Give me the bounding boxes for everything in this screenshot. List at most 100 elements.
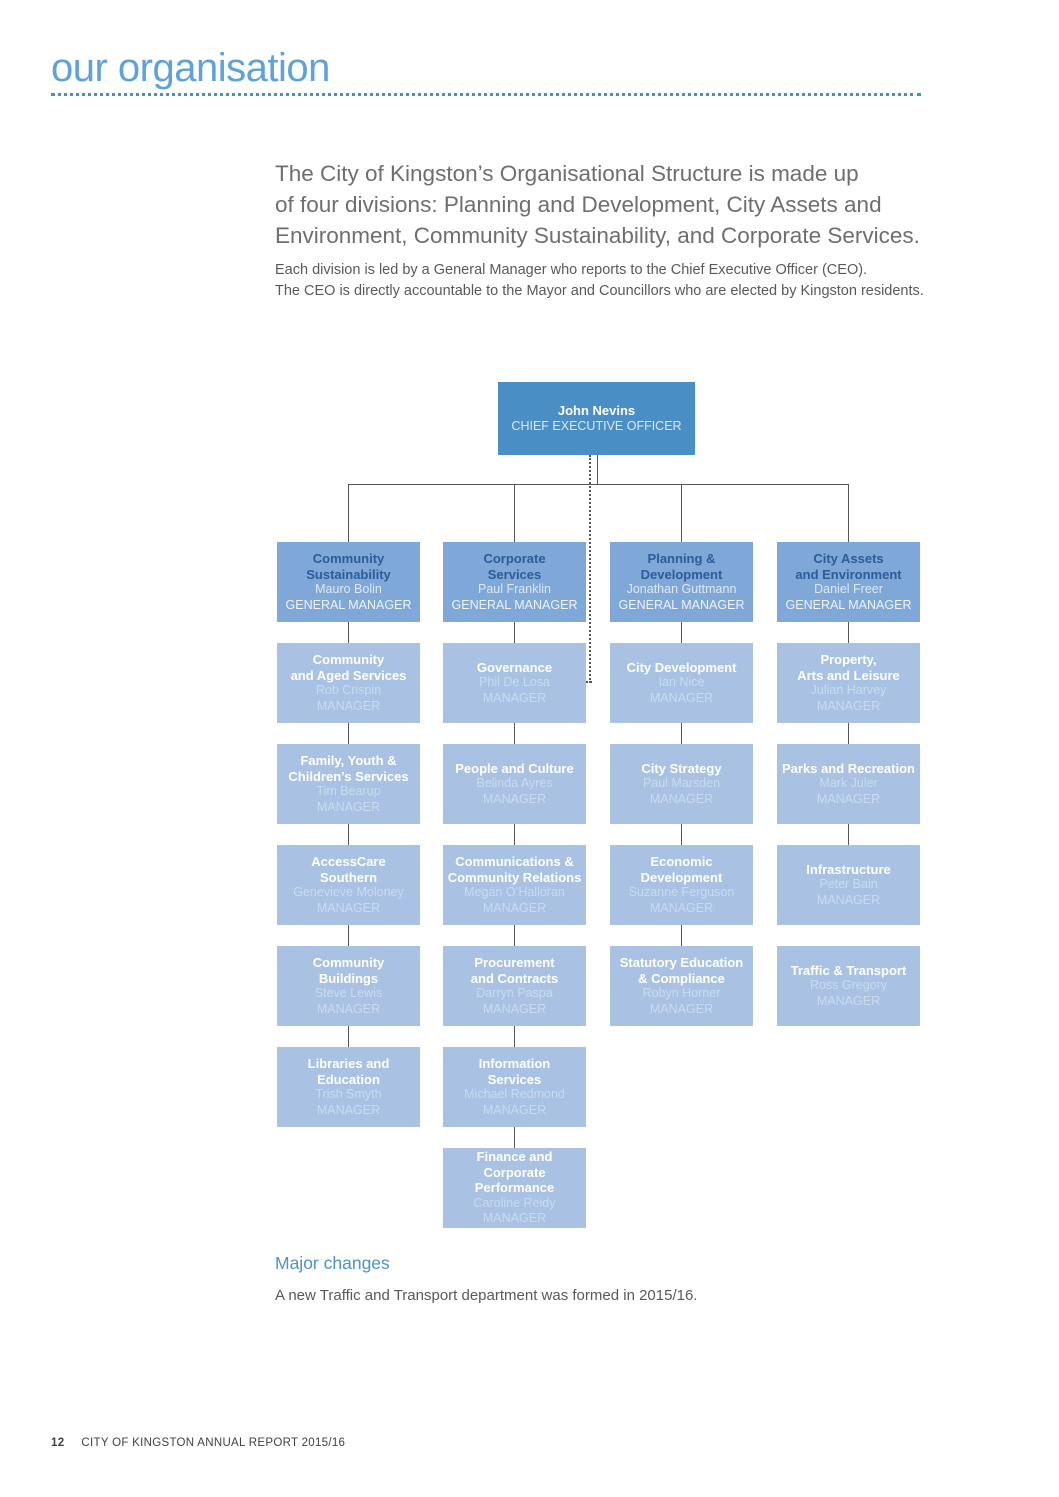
manager-box-community-buildings: Community Buildings Steve Lewis MANAGER bbox=[277, 946, 420, 1026]
connector-ceo-drop bbox=[597, 455, 598, 484]
department-manager-role: MANAGER bbox=[316, 1102, 381, 1117]
division-manager-name: Jonathan Guttmann bbox=[626, 582, 737, 596]
department-manager-name: Rob Crispin bbox=[315, 683, 382, 697]
department-manager-role: MANAGER bbox=[649, 791, 714, 806]
department-title: Traffic & Transport bbox=[790, 962, 907, 978]
manager-box-people-culture: People and Culture Belinda Ayres MANAGER bbox=[443, 744, 586, 824]
department-title: Information Services bbox=[478, 1056, 551, 1087]
department-manager-name: Julian Harvey bbox=[810, 683, 887, 697]
division-manager-role: GENERAL MANAGER bbox=[285, 597, 412, 612]
footer-text: CITY OF KINGSTON ANNUAL REPORT 2015/16 bbox=[81, 1437, 346, 1449]
manager-box-city-strategy: City Strategy Paul Marsden MANAGER bbox=[610, 744, 753, 824]
connector-line bbox=[348, 1026, 349, 1047]
department-manager-name: Genevieve Moloney bbox=[293, 885, 404, 899]
department-manager-role: MANAGER bbox=[649, 900, 714, 915]
gm-box-city-assets-environment: City Assets and Environment Daniel Freer… bbox=[777, 542, 920, 622]
department-manager-role: MANAGER bbox=[482, 1001, 547, 1016]
department-manager-name: Tim Bearup bbox=[316, 784, 381, 798]
department-manager-name: Steve Lewis bbox=[314, 986, 383, 1000]
division-manager-name: Mauro Bolin bbox=[315, 582, 382, 596]
department-title: Community Buildings bbox=[312, 955, 385, 986]
department-manager-name: Megan O’Halloran bbox=[464, 885, 565, 899]
intro-lead: The City of Kingston’s Organisational St… bbox=[275, 161, 920, 248]
manager-box-finance-corporate-performance: Finance and Corporate Performance Caroli… bbox=[443, 1148, 586, 1228]
division-manager-role: GENERAL MANAGER bbox=[451, 597, 578, 612]
department-title: City Strategy bbox=[641, 760, 722, 776]
connector-line bbox=[514, 824, 515, 845]
department-manager-role: MANAGER bbox=[649, 690, 714, 705]
department-manager-role: MANAGER bbox=[816, 791, 881, 806]
dotted-divider bbox=[51, 93, 921, 96]
department-title: Communications & Community Relations bbox=[447, 854, 582, 885]
connector-line bbox=[348, 824, 349, 845]
department-manager-role: MANAGER bbox=[316, 799, 381, 814]
manager-box-accesscare-southern: AccessCare Southern Genevieve Moloney MA… bbox=[277, 845, 420, 925]
manager-box-infrastructure: Infrastructure Peter Bain MANAGER bbox=[777, 845, 920, 925]
department-manager-role: MANAGER bbox=[482, 1102, 547, 1117]
ceo-role: CHIEF EXECUTIVE OFFICER bbox=[511, 418, 682, 433]
division-title: Planning & Development bbox=[640, 551, 723, 582]
department-manager-name: Peter Bain bbox=[819, 877, 878, 892]
department-manager-role: MANAGER bbox=[482, 900, 547, 915]
manager-box-community-aged-services: Community and Aged Services Rob Crispin … bbox=[277, 643, 420, 723]
connector-line bbox=[348, 622, 349, 643]
division-manager-name: Paul Franklin bbox=[478, 582, 551, 596]
connector-main-horizontal bbox=[348, 484, 849, 485]
department-title: Infrastructure bbox=[806, 861, 891, 877]
intro-body: Each division is led by a General Manage… bbox=[275, 262, 924, 299]
connector-line bbox=[848, 723, 849, 744]
department-manager-role: MANAGER bbox=[316, 900, 381, 915]
department-title: Parks and Recreation bbox=[782, 760, 915, 776]
department-title: City Development bbox=[626, 659, 737, 675]
department-title: Community and Aged Services bbox=[290, 652, 407, 683]
department-manager-name: Ross Gregory bbox=[809, 978, 888, 993]
gm-box-community-sustainability: Community Sustainability Mauro Bolin GEN… bbox=[277, 542, 420, 622]
department-manager-name: Caroline Reidy bbox=[473, 1195, 556, 1210]
department-manager-role: MANAGER bbox=[482, 791, 547, 806]
manager-box-economic-development: Economic Development Suzanne Ferguson MA… bbox=[610, 845, 753, 925]
department-manager-name: Paul Marsden bbox=[642, 776, 721, 791]
connector-line bbox=[514, 723, 515, 744]
department-manager-name: Robyn Horner bbox=[642, 986, 721, 1000]
connector-line bbox=[848, 622, 849, 643]
manager-box-family-youth-childrens: Family, Youth & Children’s Services Tim … bbox=[277, 744, 420, 824]
division-manager-role: GENERAL MANAGER bbox=[785, 597, 912, 612]
department-title: Family, Youth & Children’s Services bbox=[288, 753, 409, 784]
department-title: Libraries and Education bbox=[307, 1056, 390, 1087]
connector-line bbox=[348, 484, 349, 542]
department-manager-role: MANAGER bbox=[816, 892, 881, 907]
connector-line bbox=[848, 484, 849, 542]
connector-line bbox=[348, 723, 349, 744]
department-manager-name: Mark Juler bbox=[819, 776, 878, 791]
connector-line bbox=[348, 925, 349, 946]
connector-line bbox=[681, 925, 682, 946]
division-title: Community Sustainability bbox=[306, 551, 391, 582]
division-manager-role: GENERAL MANAGER bbox=[618, 597, 745, 612]
connector-line bbox=[514, 1127, 515, 1148]
connector-dotted-vertical bbox=[589, 455, 591, 683]
manager-box-information-services: Information Services Michael Redmond MAN… bbox=[443, 1047, 586, 1127]
major-changes-heading: Major changes bbox=[275, 1253, 390, 1273]
department-manager-name: Ian Nice bbox=[658, 675, 705, 690]
connector-line bbox=[681, 622, 682, 643]
department-manager-name: Darryn Paspa bbox=[476, 986, 553, 1000]
manager-box-traffic-transport: Traffic & Transport Ross Gregory MANAGER bbox=[777, 946, 920, 1026]
department-manager-name: Trish Smyth bbox=[315, 1087, 382, 1101]
department-title: AccessCare Southern bbox=[311, 854, 386, 885]
manager-box-parks-recreation: Parks and Recreation Mark Juler MANAGER bbox=[777, 744, 920, 824]
ceo-box: John Nevins CHIEF EXECUTIVE OFFICER bbox=[498, 382, 695, 455]
gm-box-corporate-services: Corporate Services Paul Franklin GENERAL… bbox=[443, 542, 586, 622]
department-title: Finance and Corporate Performance bbox=[474, 1149, 555, 1196]
manager-box-property-arts-leisure: Property, Arts and Leisure Julian Harvey… bbox=[777, 643, 920, 723]
department-title: Governance bbox=[476, 659, 553, 675]
division-title: City Assets and Environment bbox=[795, 551, 902, 582]
connector-line bbox=[514, 1026, 515, 1047]
manager-box-procurement-contracts: Procurement and Contracts Darryn Paspa M… bbox=[443, 946, 586, 1026]
gm-box-planning-development: Planning & Development Jonathan Guttmann… bbox=[610, 542, 753, 622]
department-title: Property, Arts and Leisure bbox=[797, 652, 900, 683]
page-number: 12 bbox=[51, 1437, 65, 1449]
department-manager-role: MANAGER bbox=[316, 698, 381, 713]
manager-box-communications-community-relations: Communications & Community Relations Meg… bbox=[443, 845, 586, 925]
connector-line bbox=[681, 484, 682, 542]
department-manager-name: Belinda Ayres bbox=[476, 776, 553, 791]
